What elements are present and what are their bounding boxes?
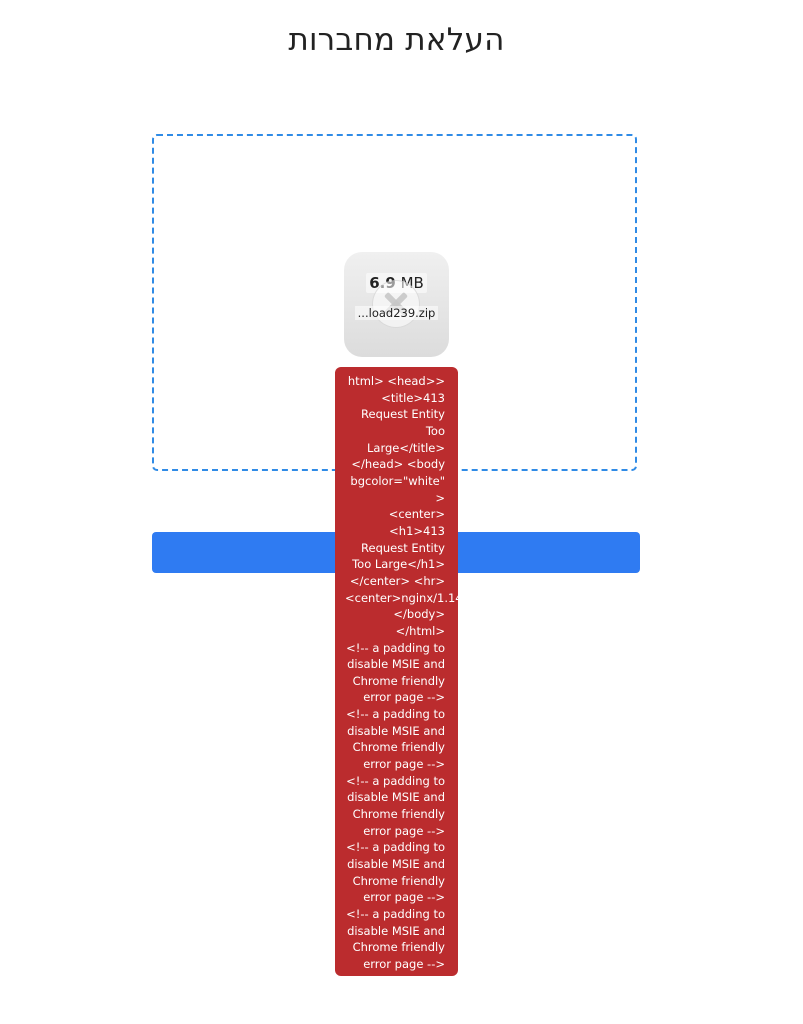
error-message-line: <!-- a padding to <box>346 907 445 921</box>
error-message-line: disable MSIE and <box>347 857 445 872</box>
error-message-line: Chrome friendly <box>352 807 445 822</box>
error-message-line: error page --> <box>363 956 445 971</box>
file-name-text: ...load239.zip <box>354 306 439 320</box>
error-message-line: disable MSIE and <box>347 723 445 738</box>
error-message-line: <title>413 <box>381 390 445 405</box>
error-message-line: html> <head>> <box>347 374 445 388</box>
error-message-line: Chrome friendly <box>352 940 445 955</box>
error-message-line: <!-- a padding to <box>345 973 445 976</box>
error-message-line: Chrome friendly <box>352 740 445 755</box>
page-title: העלאת מחברות <box>288 22 505 58</box>
error-message-line: <center><h1>413 <box>388 507 445 538</box>
error-message-line: </center> <hr> <box>349 573 445 588</box>
error-message-line: error page --> <box>363 890 445 905</box>
error-message-line: error page --> <box>363 823 445 838</box>
file-preview: 6.9 MB ...load239.zip <box>344 252 449 357</box>
error-message-line: Request Entity <box>361 407 445 422</box>
file-name: ...load239.zip <box>344 306 449 320</box>
error-message-line: error page --> <box>363 757 445 772</box>
error-message-line: Request Entity <box>361 540 445 555</box>
error-message-line: Too Large</title> <box>367 423 445 455</box>
error-message-line: Too Large</h1> <box>352 557 445 572</box>
error-message-line: </head> <body <box>351 457 445 472</box>
error-message-line: Chrome friendly <box>352 673 445 688</box>
error-message-line: <!-- a padding to <box>346 640 445 655</box>
error-message-line: bgcolor="white"> <box>350 473 445 505</box>
error-message-line: disable MSIE and <box>347 923 445 938</box>
error-message-line: disable MSIE and <box>347 790 445 805</box>
error-message-line: <center>nginx/1.14.2</center> <box>345 590 458 605</box>
error-close-icon <box>372 280 420 328</box>
error-message-line: Chrome friendly <box>352 873 445 888</box>
error-message-line: <!-- a padding to <box>346 773 445 788</box>
error-message-line: </body> </html> <box>393 607 445 638</box>
error-message-line: disable MSIE and <box>347 657 445 672</box>
error-message-line: <!-- a padding to <box>346 840 445 855</box>
error-message-line: error page --> <box>363 690 445 705</box>
error-message-line: <!-- a padding to <box>346 707 445 722</box>
